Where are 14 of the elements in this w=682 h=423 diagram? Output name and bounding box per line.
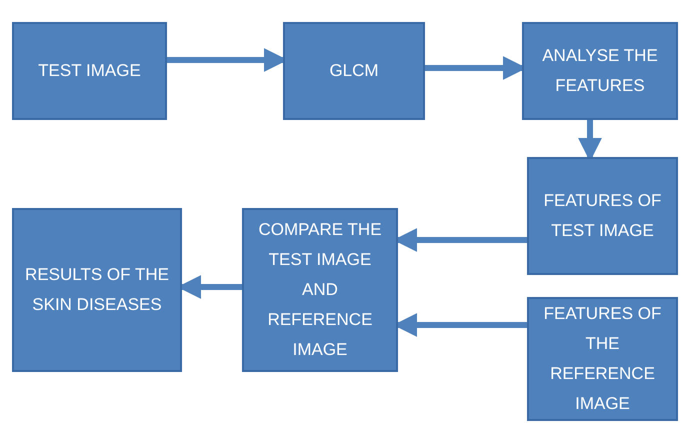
box-label: FEATURES OF THE REFERENCE IMAGE [542, 303, 662, 415]
process-box [12, 22, 167, 120]
process-box [522, 22, 678, 120]
process-box [283, 22, 425, 120]
process-box [527, 297, 678, 421]
process-box [12, 208, 182, 372]
process-box [527, 157, 678, 275]
box-label: ANALYSE THE FEATURES [541, 45, 659, 97]
box-label: RESULTS OF THE SKIN DISEASES [24, 264, 170, 316]
box-label: GLCM [329, 60, 379, 82]
box-label: COMPARE THE TEST IMAGE AND REFERENCE IMAGE [257, 219, 383, 361]
box-label: TEST IMAGE [38, 60, 141, 82]
box-label: FEATURES OF TEST IMAGE [542, 190, 662, 242]
process-box [242, 208, 398, 372]
